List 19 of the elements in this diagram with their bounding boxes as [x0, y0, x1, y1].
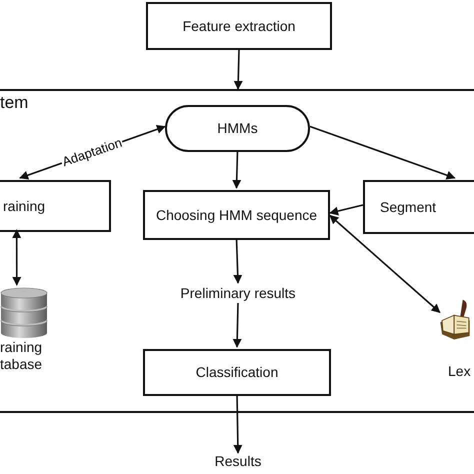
arrow: [234, 50, 243, 90]
lexicon-label: Lex: [447, 363, 472, 380]
arrow: [310, 126, 456, 180]
rounded-box: HMMs: [165, 105, 310, 152]
frame-title: tem: [0, 93, 28, 113]
arrow: [232, 302, 242, 348]
arrow: [233, 238, 242, 284]
process-box: Choosing HMM sequence: [143, 190, 330, 240]
arrow: [329, 204, 364, 216]
process-box: raining: [0, 180, 111, 232]
arrow: [232, 150, 242, 189]
process-box: Feature extraction: [146, 2, 332, 50]
database-label: raining tabase: [0, 339, 44, 373]
arrow: [233, 394, 242, 454]
system-frame: [0, 89, 474, 413]
arrow: [12, 229, 22, 286]
process-box: Classification: [143, 349, 331, 396]
arrow: [329, 214, 440, 313]
process-box: Segment: [363, 180, 474, 234]
